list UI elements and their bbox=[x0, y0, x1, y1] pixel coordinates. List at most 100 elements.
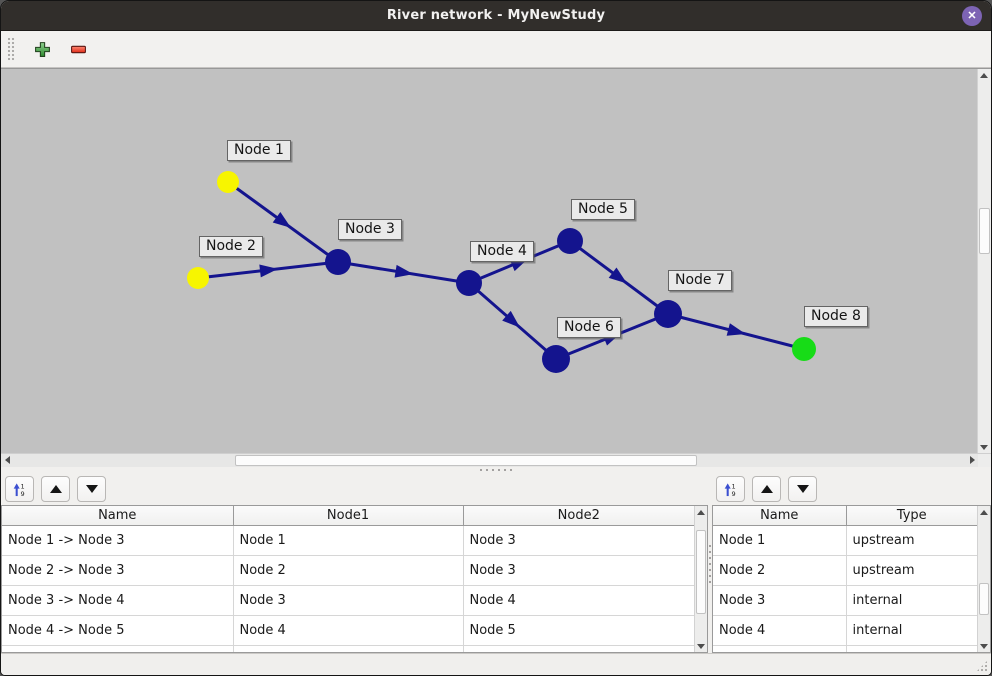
nodes-sort-button[interactable]: 1 9 bbox=[716, 476, 745, 502]
table-cell[interactable]: Node 3 bbox=[463, 555, 694, 586]
resize-grip[interactable] bbox=[976, 660, 988, 672]
column-header[interactable]: Type bbox=[846, 506, 977, 526]
node-label[interactable]: Node 7 bbox=[668, 270, 732, 291]
svg-text:1: 1 bbox=[20, 482, 24, 490]
node-label[interactable]: Node 5 bbox=[571, 199, 635, 220]
table-cell[interactable]: Node 4 bbox=[233, 615, 464, 646]
table-cell[interactable]: Node 2 bbox=[233, 555, 464, 586]
graph-node[interactable] bbox=[792, 337, 816, 361]
branches-scroll-thumb[interactable] bbox=[696, 530, 706, 614]
table-cell[interactable]: Node 4 bbox=[463, 585, 694, 616]
canvas-vertical-scrollbar[interactable] bbox=[977, 69, 991, 453]
column-header[interactable]: Name bbox=[2, 506, 234, 526]
scroll-down-arrow[interactable] bbox=[978, 640, 990, 652]
table-cell[interactable]: Node 3 bbox=[463, 525, 694, 556]
table-cell[interactable]: Node 5 bbox=[463, 615, 694, 646]
svg-text:9: 9 bbox=[20, 490, 24, 497]
branches-sort-button[interactable]: 1 9 bbox=[5, 476, 34, 502]
edge-arrowhead bbox=[608, 267, 628, 284]
scroll-down-arrow[interactable] bbox=[695, 640, 707, 652]
graph-node[interactable] bbox=[325, 249, 351, 275]
scroll-down-arrow[interactable] bbox=[978, 441, 990, 453]
scroll-up-arrow[interactable] bbox=[695, 506, 707, 518]
graph-node[interactable] bbox=[217, 171, 239, 193]
horizontal-scroll-thumb[interactable] bbox=[235, 455, 697, 466]
table-cell[interactable]: Node 3 -> Node 4 bbox=[2, 585, 234, 616]
node-label[interactable]: Node 6 bbox=[557, 317, 621, 338]
table-cell[interactable]: Node 3 bbox=[713, 585, 847, 616]
table-cell[interactable]: upstream bbox=[846, 555, 977, 586]
nodes-scroll-thumb[interactable] bbox=[979, 583, 989, 615]
scroll-up-arrow[interactable] bbox=[978, 69, 990, 81]
graph-node[interactable] bbox=[654, 300, 682, 328]
branches-move-down-button[interactable] bbox=[77, 476, 106, 502]
node-label[interactable]: Node 1 bbox=[227, 140, 291, 161]
canvas-row: Node 1 Node 2 Node 3 Node 4 Node 5 Node 6 Node… bbox=[1, 68, 991, 453]
sort-1-9-icon: 1 9 bbox=[13, 482, 25, 497]
table-cell[interactable]: internal bbox=[846, 585, 977, 616]
nodes-move-up-button[interactable] bbox=[752, 476, 781, 502]
svg-text:1: 1 bbox=[731, 482, 735, 490]
table-cell[interactable]: Node 1 bbox=[713, 525, 847, 556]
graph-node[interactable] bbox=[456, 270, 482, 296]
close-icon: ✕ bbox=[967, 10, 977, 22]
remove-button[interactable] bbox=[65, 36, 91, 62]
scroll-right-arrow[interactable] bbox=[966, 454, 978, 466]
table-cell[interactable]: Node 1 bbox=[233, 525, 464, 556]
horizontal-splitter[interactable] bbox=[1, 467, 991, 473]
network-canvas[interactable]: Node 1 Node 2 Node 3 Node 4 Node 5 Node 6 Node… bbox=[1, 69, 977, 453]
table-cell[interactable]: internal bbox=[846, 615, 977, 646]
close-button[interactable]: ✕ bbox=[962, 6, 982, 26]
table-cell[interactable]: Node 2 -> Node 3 bbox=[2, 555, 234, 586]
triangle-up-icon bbox=[760, 485, 773, 493]
nodes-scrollbar[interactable] bbox=[977, 506, 990, 652]
column-header[interactable]: Node1 bbox=[233, 506, 464, 526]
node-label[interactable]: Node 3 bbox=[338, 219, 402, 240]
titlebar[interactable]: River network - MyNewStudy ✕ bbox=[1, 1, 991, 31]
node-label[interactable]: Node 4 bbox=[470, 241, 534, 262]
graph-node[interactable] bbox=[542, 345, 570, 373]
scrollbar-corner bbox=[978, 454, 991, 467]
table-cell[interactable]: upstream bbox=[846, 525, 977, 556]
canvas-hscroll-row bbox=[1, 453, 991, 467]
column-header[interactable]: Name bbox=[713, 506, 847, 526]
vertical-splitter[interactable] bbox=[708, 473, 712, 653]
table-cell[interactable]: Node 3 bbox=[233, 585, 464, 616]
table-cell[interactable]: Node 2 bbox=[713, 555, 847, 586]
scroll-left-arrow[interactable] bbox=[1, 454, 13, 466]
main-toolbar bbox=[1, 31, 991, 68]
canvas-horizontal-scrollbar[interactable] bbox=[1, 454, 978, 467]
table-cell[interactable]: Node 4 -> Node 5 bbox=[2, 615, 234, 646]
vertical-scroll-thumb[interactable] bbox=[979, 208, 990, 254]
table-cell[interactable]: Node 1 -> Node 3 bbox=[2, 525, 234, 556]
triangle-down-icon bbox=[85, 485, 98, 493]
table-cell[interactable]: Node 4 bbox=[713, 615, 847, 646]
table-row-empty bbox=[713, 645, 977, 652]
scroll-up-arrow[interactable] bbox=[978, 506, 990, 518]
toolbar-drag-handle[interactable] bbox=[7, 37, 15, 61]
branches-scrollbar[interactable] bbox=[694, 506, 707, 652]
node-label[interactable]: Node 2 bbox=[199, 236, 263, 257]
graph-node[interactable] bbox=[557, 228, 583, 254]
nodes-move-down-button[interactable] bbox=[788, 476, 817, 502]
add-button[interactable] bbox=[29, 36, 55, 62]
branches-toolbar: 1 9 bbox=[1, 473, 708, 505]
edge-arrowhead bbox=[259, 264, 278, 278]
node-label[interactable]: Node 8 bbox=[804, 306, 868, 327]
graph-node[interactable] bbox=[187, 267, 209, 289]
branches-move-up-button[interactable] bbox=[41, 476, 70, 502]
triangle-up-icon bbox=[49, 485, 62, 493]
column-header[interactable]: Node2 bbox=[463, 506, 694, 526]
